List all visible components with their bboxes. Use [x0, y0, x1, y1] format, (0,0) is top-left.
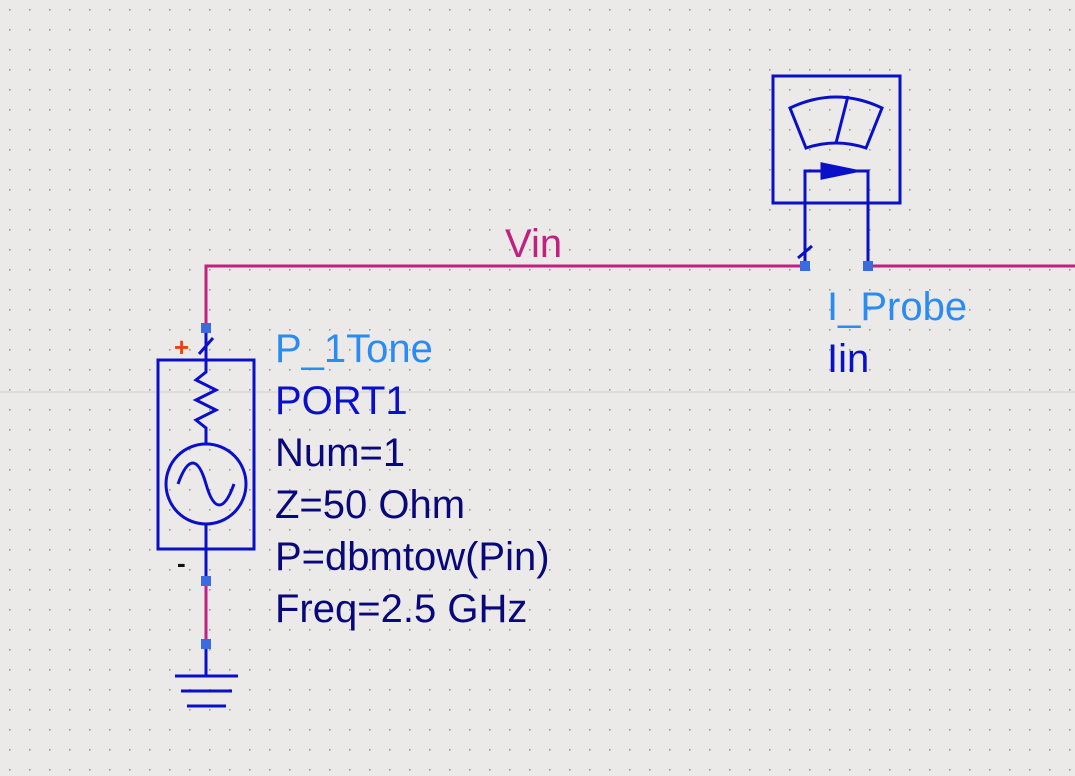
ground-icon[interactable] — [175, 644, 238, 708]
net-label-vin[interactable]: Vin — [505, 222, 563, 266]
port-source-instance-label[interactable]: PORT1 — [275, 379, 408, 423]
port-source-type-label[interactable]: P_1Tone — [275, 327, 433, 371]
probe-instance-label[interactable]: Iin — [827, 337, 870, 381]
port-source-icon[interactable] — [156, 328, 256, 581]
ground-pin[interactable] — [201, 639, 211, 649]
probe-pin-out[interactable] — [863, 261, 873, 271]
wire-vin[interactable] — [204, 264, 1075, 328]
port-source-pin-minus[interactable] — [201, 576, 211, 586]
port-source-pin-plus[interactable] — [201, 323, 211, 333]
port-source-param[interactable]: Z=50 Ohm — [275, 483, 466, 527]
plus-marker: + — [174, 332, 190, 362]
probe-type-label[interactable]: I_Probe — [827, 285, 968, 329]
port-source-param[interactable]: Num=1 — [275, 431, 406, 475]
port-source-param[interactable]: P=dbmtow(Pin) — [275, 535, 550, 579]
ammeter-icon[interactable] — [771, 74, 902, 266]
minus-marker: - — [177, 548, 186, 578]
port-source-param[interactable]: Freq=2.5 GHz — [275, 587, 528, 631]
probe-pin-in[interactable] — [800, 261, 810, 271]
